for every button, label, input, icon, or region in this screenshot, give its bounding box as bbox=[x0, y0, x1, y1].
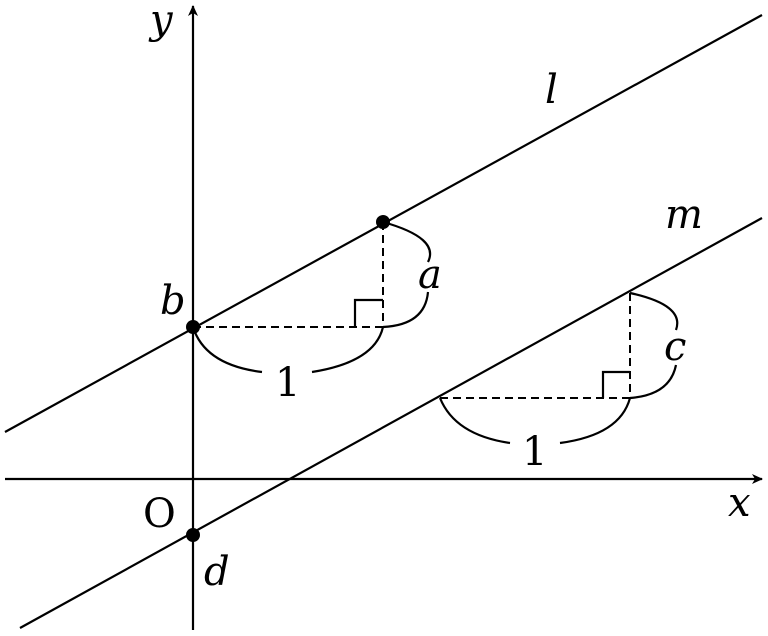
point-b bbox=[186, 320, 200, 334]
right-angle-marker-m bbox=[601, 370, 630, 398]
point-on-l bbox=[376, 215, 390, 229]
run-brace-l bbox=[191, 326, 385, 374]
line-l-label: l bbox=[545, 67, 558, 113]
rise-brace-c bbox=[629, 291, 679, 400]
intercept-d-label: d bbox=[204, 549, 230, 595]
run-m-label: 1 bbox=[522, 429, 547, 475]
run-l-label: 1 bbox=[275, 360, 300, 406]
line-m bbox=[19, 217, 763, 629]
origin-label: O bbox=[143, 491, 176, 537]
y-axis-label: y bbox=[148, 0, 174, 43]
rise-c-label: c bbox=[664, 324, 686, 370]
line-m-label: m bbox=[665, 192, 703, 238]
rise-a-label: a bbox=[418, 252, 442, 298]
x-axis-label: x bbox=[728, 480, 751, 526]
intercept-b-label: b bbox=[160, 278, 186, 324]
right-angle-marker-l bbox=[353, 298, 383, 327]
point-d bbox=[186, 528, 200, 542]
run-brace-m bbox=[438, 397, 632, 445]
rise-brace-a bbox=[382, 220, 432, 329]
